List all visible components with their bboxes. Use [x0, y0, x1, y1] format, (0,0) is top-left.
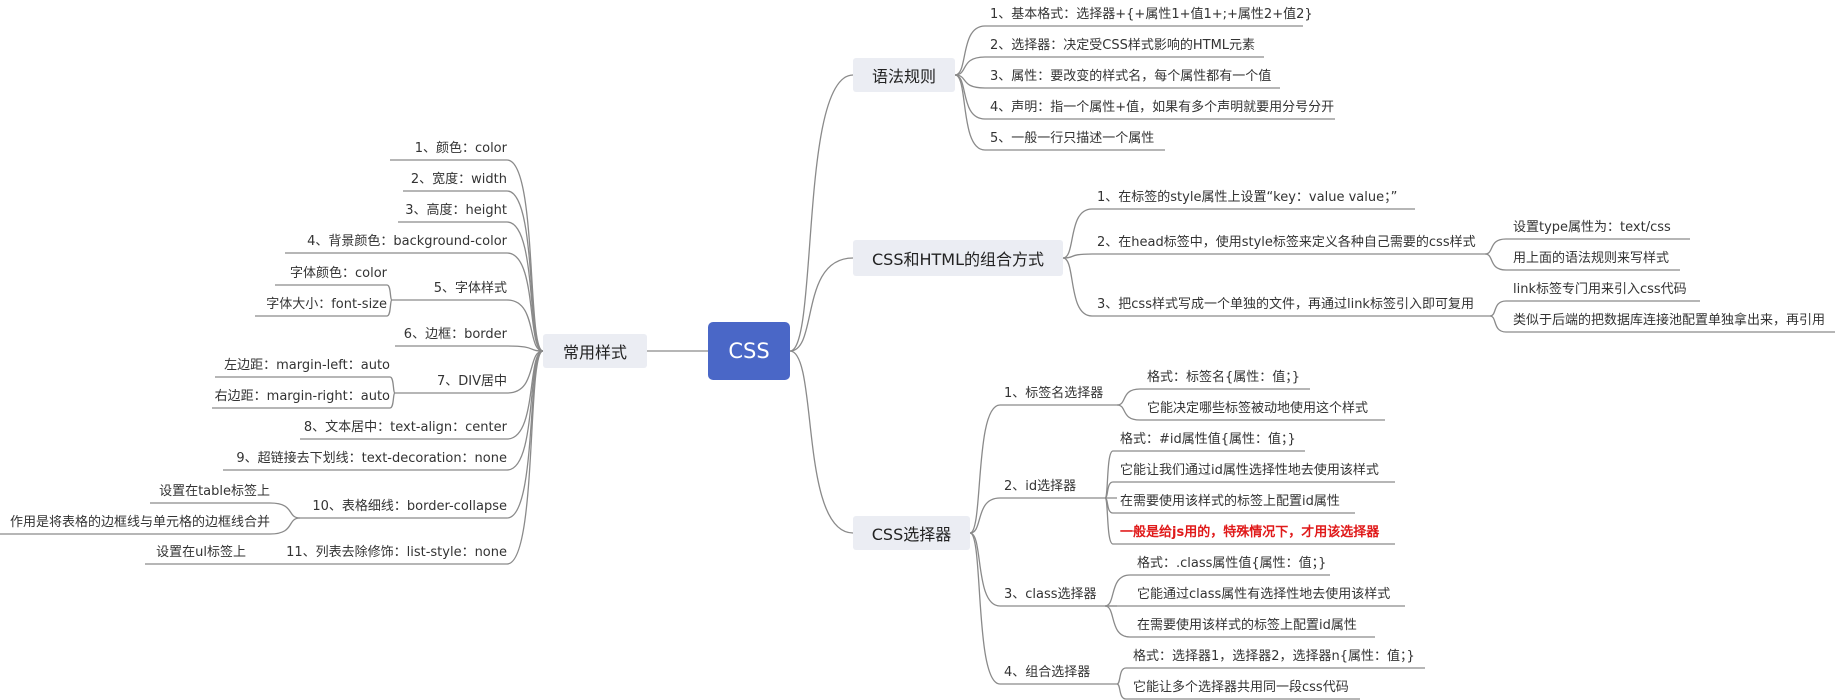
connector-curve: [954, 25, 986, 76]
root-node[interactable]: CSS: [708, 322, 790, 380]
connector-curve: [1484, 238, 1507, 255]
connector-curve: [1104, 574, 1131, 607]
connector-curve: [954, 56, 986, 76]
branch-combine[interactable]: CSS和HTML的组合方式: [853, 240, 1063, 276]
combine-item: 1、在标签的style属性上设置“key：value value；”: [1097, 190, 1398, 205]
connector-curve: [969, 532, 1001, 685]
selector-detail: 它能决定哪些标签被动地使用这个样式: [1147, 401, 1369, 416]
connector-curve: [954, 74, 986, 120]
style-detail: 左边距：margin-left：auto: [224, 358, 390, 373]
selector-detail-highlight: 一般是给js用的，特殊情况下，才用该选择器: [1120, 525, 1380, 540]
style-item: 2、宽度：width: [410, 172, 507, 187]
connector-curve: [1062, 253, 1093, 259]
branch-selectors[interactable]: CSS选择器: [853, 516, 970, 550]
connector-curve: [506, 350, 544, 519]
style-item: 8、文本居中：text-align：center: [303, 420, 507, 435]
connector-curve: [506, 252, 544, 352]
style-detail: 设置在ul标签上: [156, 545, 246, 560]
selector-detail: 它能让多个选择器共用同一段css代码: [1133, 680, 1349, 695]
connector-curve: [1116, 667, 1127, 685]
connector-curve: [506, 190, 544, 352]
connector-curve: [1104, 497, 1114, 545]
connector-curve: [506, 221, 544, 352]
selector-detail: 格式：.class属性值{属性：值；}: [1137, 556, 1327, 571]
connector-curve: [1489, 300, 1507, 317]
selector-detail: 在需要使用该样式的标签上配置id属性: [1120, 494, 1340, 509]
connector-curve: [789, 350, 854, 534]
combine-item: 3、把css样式写成一个单独的文件，再通过link标签引入即可复用: [1097, 297, 1474, 312]
connector-curve: [506, 299, 544, 352]
connector-curve: [1489, 315, 1507, 333]
syntax-item: 3、属性：要改变的样式名，每个属性都有一个值: [990, 69, 1272, 84]
syntax-item: 5、一般一行只描述一个属性: [990, 131, 1155, 146]
connector-curve: [1104, 450, 1114, 499]
style-item: 9、超链接去下划线：text-decoration：none: [236, 451, 507, 466]
selector-detail: 格式：选择器1，选择器2，选择器n{属性：值；}: [1133, 649, 1415, 664]
connector-curve: [506, 159, 544, 352]
connector-curve: [269, 517, 301, 535]
style-detail: 作用是将表格的边框线与单元格的边框线合并: [9, 515, 270, 530]
style-detail: 右边距：margin-right：auto: [214, 389, 390, 404]
style-item: 1、颜色：color: [414, 141, 507, 156]
connector-curve: [969, 532, 1001, 607]
selector-detail: 它能让我们通过id属性选择性地去使用该样式: [1120, 463, 1379, 478]
style-item: 7、DIV居中: [436, 374, 507, 389]
connector-curve: [389, 376, 396, 394]
connector-curve: [1116, 404, 1141, 421]
selector-type: 3、class选择器: [1004, 587, 1097, 602]
connector-curve: [389, 392, 396, 409]
selector-detail: 格式：标签名{属性：值；}: [1147, 370, 1301, 385]
connector-curve: [1116, 388, 1141, 406]
branch-styles[interactable]: 常用样式: [543, 334, 647, 368]
style-detail: 字体颜色：color: [289, 266, 387, 281]
selector-type: 1、标签名选择器: [1004, 386, 1104, 401]
connector-curve: [789, 74, 854, 352]
connector-curve: [1062, 208, 1093, 259]
connector-curve: [506, 345, 544, 352]
style-item: 6、边框：border: [403, 327, 507, 342]
connector-curve: [1116, 683, 1127, 700]
connector-curve: [1104, 481, 1114, 499]
connector-curve: [1484, 253, 1507, 271]
selector-detail: 格式：#id属性值{属性：值；}: [1120, 432, 1296, 447]
style-item: 10、表格细线：border-collapse: [312, 499, 507, 514]
connector-curve: [269, 502, 301, 519]
connector-curve: [506, 350, 544, 565]
combine-sub-item: 用上面的语法规则来写样式: [1513, 251, 1670, 266]
style-detail: 设置在table标签上: [159, 484, 270, 499]
style-item: 11、列表去除修饰：list-style：none: [286, 545, 507, 560]
connector-curve: [954, 74, 986, 151]
syntax-item: 2、选择器：决定受CSS样式影响的HTML元素: [990, 38, 1256, 53]
connector-curve: [386, 284, 393, 301]
branch-syntax[interactable]: 语法规则: [853, 58, 955, 92]
selector-type: 4、组合选择器: [1004, 665, 1091, 680]
combine-item: 2、在head标签中，使用style标签来定义各种自己需要的css样式: [1097, 235, 1476, 250]
connector-curve: [506, 350, 544, 471]
syntax-item: 4、声明：指一个属性+值，如果有多个声明就要用分号分开: [990, 100, 1335, 115]
connector-curve: [1104, 605, 1131, 638]
combine-sub-item: link标签专门用来引入css代码: [1513, 282, 1687, 297]
selector-detail: 它能通过class属性有选择性地去使用该样式: [1137, 587, 1391, 602]
combine-sub-item: 设置type属性为：text/css: [1513, 220, 1671, 235]
selector-detail: 在需要使用该样式的标签上配置id属性: [1137, 618, 1357, 633]
combine-sub-item: 类似于后端的把数据库连接池配置单独拿出来，再引用: [1513, 313, 1826, 328]
style-detail: 字体大小：font-size: [266, 297, 387, 312]
connector-curve: [969, 404, 1001, 534]
connector-curve: [386, 299, 393, 317]
syntax-item: 1、基本格式：选择器+{+属性1+值1+;+属性2+值2}: [990, 7, 1313, 22]
connector-curve: [1062, 257, 1093, 317]
style-item: 3、高度：height: [405, 203, 507, 218]
connector-curve: [969, 497, 1001, 534]
selector-type: 2、id选择器: [1004, 479, 1077, 494]
style-item: 5、字体样式: [433, 281, 507, 296]
style-item: 4、背景颜色：background-color: [307, 234, 507, 249]
connector-curve: [789, 257, 854, 352]
connector-curve: [506, 350, 544, 394]
